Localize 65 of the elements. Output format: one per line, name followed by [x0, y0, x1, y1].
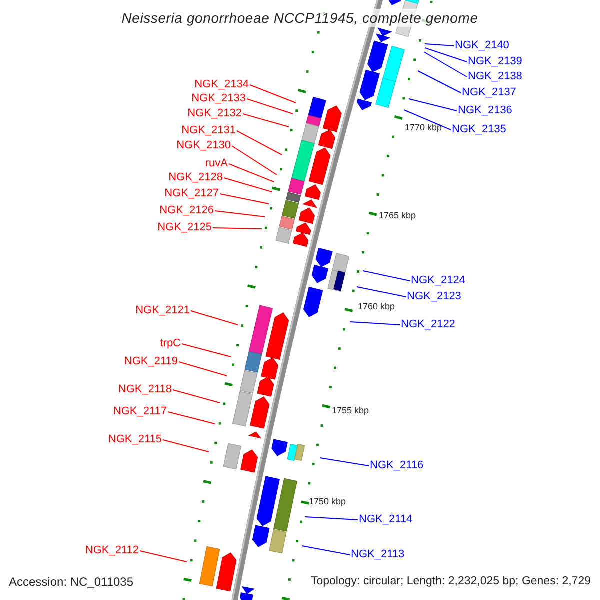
leader-line — [356, 286, 406, 298]
leader-line — [140, 550, 188, 562]
leader-line — [242, 114, 290, 128]
gene-label: NGK_2138 — [468, 72, 522, 82]
leader-line — [162, 440, 210, 452]
leader-line — [418, 70, 462, 94]
gene-label: NGK_2127 — [164, 188, 219, 200]
gene-label: NGK_2135 — [452, 124, 506, 136]
leader-line — [250, 84, 296, 104]
genome-info-text: Topology: circular; Length: 2,232,025 bp; Genes: 2,729 — [310, 576, 591, 588]
leader-line — [212, 228, 262, 230]
leader-line — [404, 110, 452, 130]
gene-label: NGK_2134 — [194, 80, 249, 90]
gene-label: NGK_2122 — [401, 320, 456, 330]
leader-line — [220, 194, 270, 204]
scale-label: 1750 kbp — [309, 498, 346, 506]
leader-line — [408, 98, 458, 112]
leader-line — [182, 344, 232, 358]
leader-line — [320, 458, 370, 466]
gene-label: NGK_2136 — [458, 106, 512, 116]
gene-label: NGK_2121 — [136, 306, 190, 316]
leader-line — [302, 546, 350, 556]
leader-line — [224, 178, 272, 192]
gene-label: NGK_2125 — [158, 222, 212, 234]
leader-line — [304, 516, 358, 520]
gene-label: NGK_2124 — [411, 276, 466, 286]
gene-label: trpC — [160, 338, 181, 350]
leader-line — [350, 322, 400, 326]
leader-line — [190, 310, 238, 326]
gene-label: NGK_2119 — [124, 356, 178, 368]
gene-label: NGK_2130 — [176, 140, 231, 152]
leader-line — [232, 146, 278, 176]
leader-line — [214, 210, 266, 218]
gene-label: NGK_2132 — [188, 108, 242, 120]
leader-line — [168, 412, 216, 424]
gene-label: NGK_2139 — [468, 56, 522, 68]
leader-line — [178, 362, 228, 376]
leader-line — [424, 52, 468, 78]
leader-line — [424, 44, 454, 46]
gene-label: NGK_2114 — [359, 514, 413, 526]
leader-line — [236, 130, 282, 156]
gene-label: NGK_2123 — [407, 292, 462, 302]
gene-label: NGK_2112 — [85, 546, 139, 556]
leader-line — [246, 98, 294, 114]
scale-label: 1755 kbp — [332, 406, 370, 416]
gene-label: NGK_2133 — [192, 94, 246, 104]
gene-label: NGK_2115 — [108, 434, 162, 446]
gene-label: NGK_2117 — [113, 406, 167, 418]
gene-label: NGK_2126 — [160, 206, 214, 216]
accession-text: Accession: NC_011035 — [9, 576, 134, 588]
gene-label: NGK_2128 — [168, 172, 223, 184]
gene-label: NGK_2140 — [455, 40, 510, 52]
gene-label: NGK_2137 — [462, 88, 516, 98]
gene-label: NGK_2113 — [351, 550, 405, 560]
scale-label: 1760 kbp — [358, 302, 396, 312]
gene-label: NGK_2116 — [370, 460, 424, 472]
leader-line — [424, 48, 468, 62]
gene-label: NGK_2118 — [118, 384, 172, 396]
gene-label: NGK_2131 — [182, 126, 236, 136]
scale-label: 1765 kbp — [379, 212, 416, 220]
leader-line — [172, 390, 220, 404]
gene-label: ruvA — [205, 158, 228, 170]
leader-line — [228, 164, 274, 182]
scale-label: 1770 kbp — [405, 124, 442, 132]
leader-line — [362, 270, 410, 282]
